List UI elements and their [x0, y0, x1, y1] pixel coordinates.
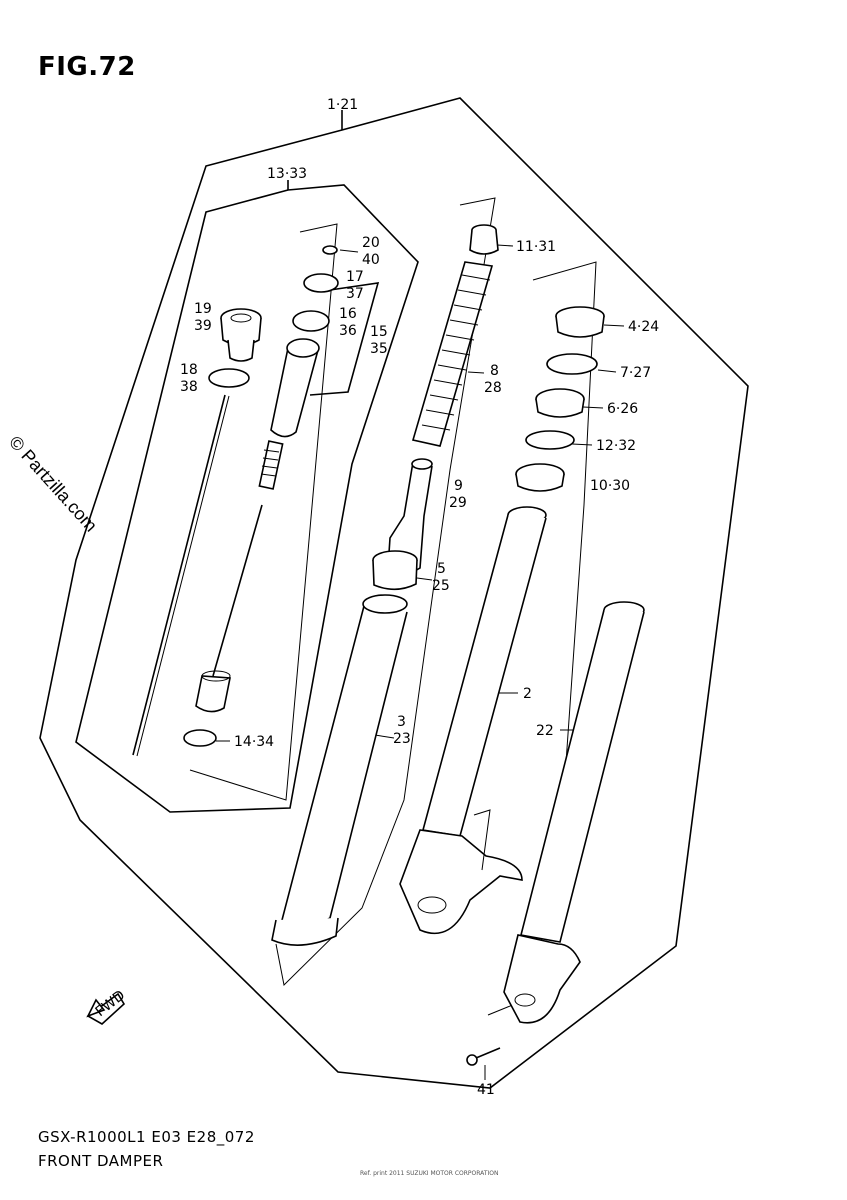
callout-20: 20: [362, 235, 380, 251]
callout-2: 2: [523, 686, 532, 702]
callout-16: 16: [339, 306, 357, 322]
callout-35: 35: [370, 341, 388, 357]
damper-rod: [132, 394, 226, 756]
slide-bushing: [372, 550, 418, 591]
axle-bolt: [466, 1047, 501, 1066]
retaining-clip: [525, 430, 575, 450]
leader-7: [597, 369, 617, 373]
cartridge-outline: [75, 184, 419, 813]
callout-7-27: 7·27: [620, 365, 651, 381]
assembly-outline: [39, 97, 749, 1089]
callout-36: 36: [339, 323, 357, 339]
callout-25: 25: [432, 578, 450, 594]
cartridge-cylinder: [270, 338, 320, 438]
callout-18: 18: [180, 362, 198, 378]
callout-3: 3: [397, 714, 406, 730]
callout-9: 9: [454, 478, 463, 494]
callout-14-34: 14·34: [234, 734, 274, 750]
lock-nut: [322, 245, 338, 255]
fork-spring: [411, 261, 494, 447]
leader-3: [374, 734, 395, 739]
callout-8: 8: [490, 363, 499, 379]
tube-outline: [275, 197, 496, 987]
leader-5: [416, 577, 433, 581]
leader-15: [309, 282, 380, 396]
callout-10-30: 10·30: [590, 478, 630, 494]
callout-19: 19: [194, 301, 212, 317]
o-ring: [208, 368, 250, 388]
callout-6-26: 6·26: [607, 401, 638, 417]
callout-40: 40: [362, 252, 380, 268]
figure-name: FRONT DAMPER: [38, 1152, 164, 1170]
callout-1-21: 1·21: [327, 97, 358, 113]
callout-11-31: 11·31: [516, 239, 556, 255]
cap-bolt: [220, 308, 262, 362]
guide-bushing: [515, 463, 565, 492]
piston-assembly: [195, 670, 231, 713]
fineprint: Ref. print 2011 SUZUKI MOTOR CORPORATION: [360, 1170, 499, 1177]
top-cap: [469, 224, 499, 255]
cartridge-inner-outline: [189, 223, 338, 801]
inner-tube: [271, 594, 408, 946]
callout-13-33: 13·33: [267, 166, 307, 182]
outer-tube-right: [503, 601, 645, 1024]
washer-16: [292, 310, 330, 332]
callout-4-24: 4·24: [628, 319, 659, 335]
damper-rod-edge: [136, 395, 230, 757]
model-code: GSX-R1000L1 E03 E28_072: [38, 1128, 255, 1146]
leader-12: [571, 443, 593, 446]
leader-4: [603, 324, 625, 327]
callout-23: 23: [393, 731, 411, 747]
callout-22: 22: [536, 723, 554, 739]
callout-17: 17: [346, 269, 364, 285]
callout-37: 37: [346, 286, 364, 302]
callout-28: 28: [484, 380, 502, 396]
leader-20: [339, 249, 359, 253]
leader-8: [467, 371, 485, 374]
stopper-ring: [546, 353, 598, 375]
front-arrow-icon: FWD: [86, 987, 128, 1025]
piston-rod: [212, 504, 263, 677]
callout-29: 29: [449, 495, 467, 511]
washer-17: [303, 273, 339, 293]
callout-39: 39: [194, 318, 212, 334]
oil-seal: [535, 388, 585, 418]
callout-12-32: 12·32: [596, 438, 636, 454]
leader-11: [496, 244, 514, 247]
leader-6: [582, 406, 604, 409]
outer-tube-left: [399, 506, 547, 935]
callout-41: 41: [477, 1082, 495, 1098]
dust-seal: [555, 306, 605, 338]
piston-ring: [183, 729, 217, 747]
callout-38: 38: [180, 379, 198, 395]
callout-5: 5: [437, 561, 446, 577]
callout-15: 15: [370, 324, 388, 340]
figure-title: FIG.72: [38, 52, 136, 82]
rebound-spring: [258, 440, 284, 490]
